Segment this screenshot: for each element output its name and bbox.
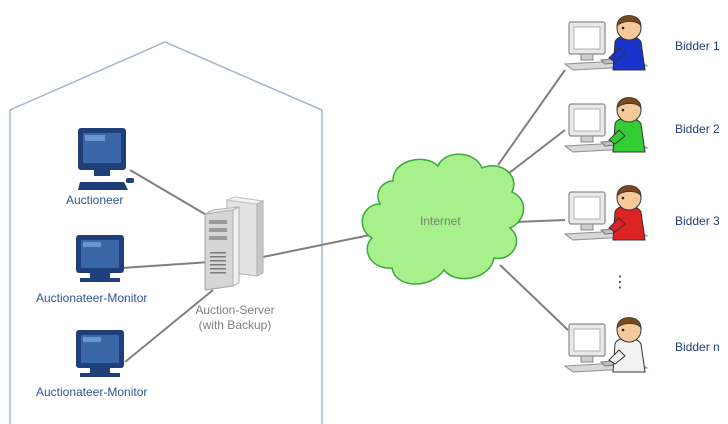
bidder-1-label: Bidder 1 (675, 39, 720, 53)
link-monitor2-server (124, 289, 214, 363)
crt-monitor-icon (76, 235, 124, 282)
server-label-line2: (with Backup) (198, 318, 272, 332)
bidder-3-label: Bidder 3 (675, 214, 720, 228)
auctioneer-label: Auctioneer (66, 193, 124, 207)
person-at-computer-icon (563, 317, 649, 373)
desktop-monitor-icon (78, 128, 134, 190)
monitor-1-label: Auctionateer-Monitor (36, 291, 148, 305)
link-auctioneer-server (129, 169, 216, 221)
link-internet-biddern (499, 264, 569, 331)
link-internet-bidder1 (497, 69, 566, 166)
connection-lines (121, 69, 569, 363)
bidder-figures (563, 15, 649, 373)
server-tower-icon (204, 196, 265, 291)
link-server-internet (257, 234, 371, 259)
monitor-2-label: Auctionateer-Monitor (36, 385, 148, 399)
bidder-ellipsis: ⋮ (612, 272, 628, 291)
person-at-computer-icon (563, 185, 649, 241)
server-label-line1: Auction-Server (195, 303, 275, 317)
cloud-icon (361, 153, 525, 285)
link-internet-bidder3 (514, 219, 566, 223)
internet-label: Internet (420, 214, 461, 228)
bidder-n-label: Bidder n (675, 340, 720, 354)
local-site-outline (9, 41, 323, 424)
person-at-computer-icon (563, 97, 649, 153)
bidder-2-label: Bidder 2 (675, 122, 720, 136)
person-at-computer-icon (563, 15, 649, 71)
crt-monitor-icon (76, 330, 124, 377)
link-monitor1-server (121, 261, 211, 269)
link-internet-bidder2 (499, 129, 566, 181)
